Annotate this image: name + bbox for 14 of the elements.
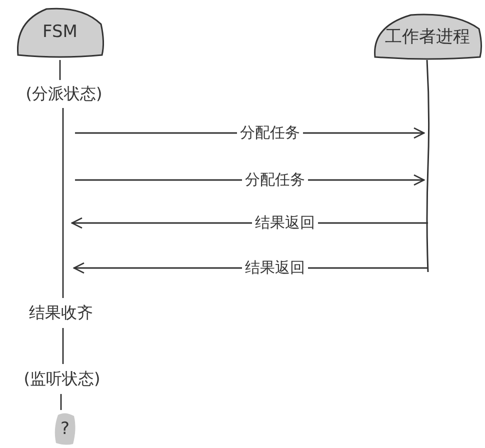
state-label: (监听状态) xyxy=(6,366,118,392)
question-blob xyxy=(53,412,77,446)
actor-name: FSM xyxy=(42,22,78,42)
state-label: (分派状态) xyxy=(6,82,122,106)
actor-blob xyxy=(15,6,105,58)
edge-label: 分配任务 xyxy=(242,170,308,190)
lifeline xyxy=(424,60,432,272)
edge-label: 分配任务 xyxy=(237,124,303,142)
edge-label: 结果返回 xyxy=(242,258,308,278)
edge-label: 结果返回 xyxy=(252,214,318,232)
question-mark: ? xyxy=(60,419,70,439)
actor-blob xyxy=(372,12,483,60)
state-label: 结果收齐 xyxy=(16,300,106,326)
actor-name: 工作者进程 xyxy=(385,26,470,48)
